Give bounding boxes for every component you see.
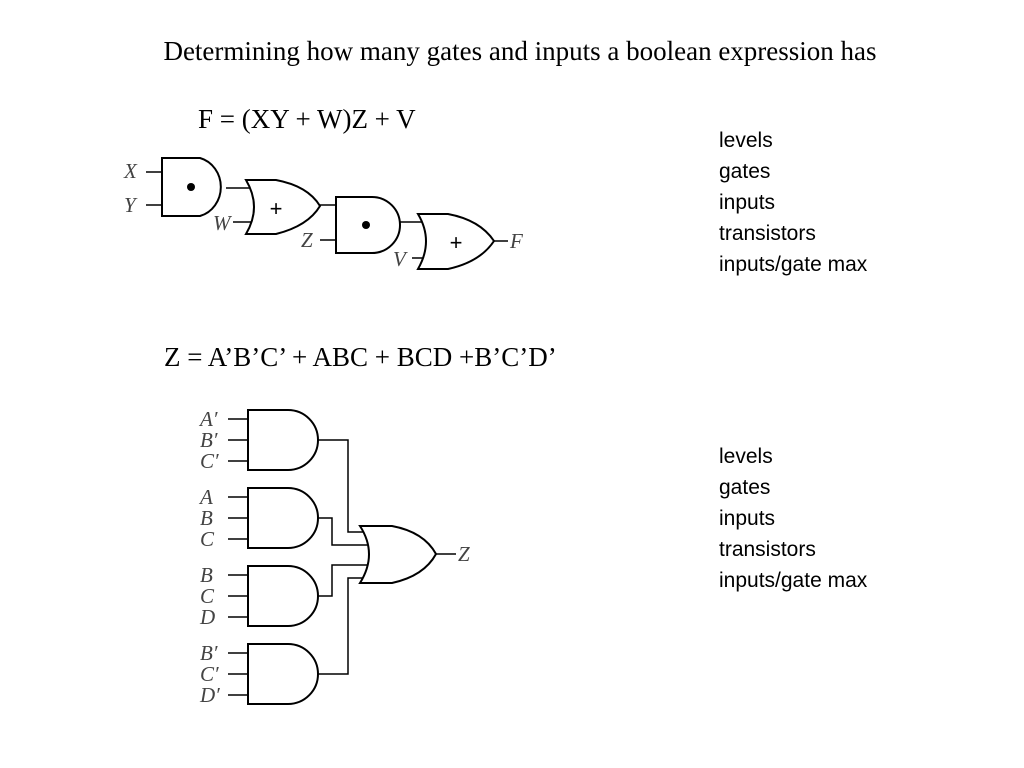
wire-g1-out xyxy=(318,439,366,533)
signal-label: C xyxy=(200,527,215,551)
signal-label-f: F xyxy=(509,229,523,253)
and-gate-d xyxy=(247,643,319,705)
or-gate-2 xyxy=(416,213,496,270)
signal-label-z: Z xyxy=(301,228,313,252)
signal-label: D xyxy=(199,605,215,629)
metric-inputs-gate-max: inputs/gate max xyxy=(719,253,868,276)
signal-label: A′ xyxy=(198,407,218,431)
metric-inputs-gate-max: inputs/gate max xyxy=(719,569,868,592)
or-gate-z xyxy=(358,525,438,584)
signal-label-x: X xyxy=(123,159,138,183)
signal-label: B′ xyxy=(200,641,218,665)
signal-label: C xyxy=(200,584,215,608)
and-dot-1 xyxy=(187,183,195,191)
metric-levels: levels xyxy=(719,129,773,152)
signal-label-y: Y xyxy=(124,193,138,217)
and-dot-2 xyxy=(362,221,370,229)
and-gate-c xyxy=(247,565,319,627)
metric-levels: levels xyxy=(719,445,773,468)
signal-label-z-out: Z xyxy=(458,542,470,566)
signal-label-v: V xyxy=(393,247,408,271)
or-symbol-2: + xyxy=(450,230,463,255)
and-gate-a xyxy=(247,409,319,471)
circuit-f: + + X Y W Z V F xyxy=(123,157,523,271)
signal-label: B xyxy=(200,506,213,530)
signal-label: C′ xyxy=(200,662,219,686)
metric-transistors: transistors xyxy=(719,222,816,245)
metric-gates: gates xyxy=(719,476,771,499)
signal-label-w: W xyxy=(213,211,233,235)
signal-label: A xyxy=(198,485,213,509)
signal-label: B xyxy=(200,563,213,587)
wire-g3-out xyxy=(318,564,370,597)
metric-inputs: inputs xyxy=(719,507,776,530)
wire-g4-out xyxy=(318,577,366,675)
metrics-list-f: levels gates inputs transistors inputs/g… xyxy=(719,125,867,280)
metric-transistors: transistors xyxy=(719,538,816,561)
or-symbol-1: + xyxy=(270,196,283,221)
signal-label: C′ xyxy=(200,449,219,473)
expression-f: F = (XY + W)Z + V xyxy=(198,104,416,134)
signal-label: D′ xyxy=(199,683,220,707)
metrics-list-z: levels gates inputs transistors inputs/g… xyxy=(719,441,867,596)
wire-g2-out xyxy=(318,517,370,546)
expression-z: Z = A’B’C’ + ABC + BCD +B’C’D’ xyxy=(164,342,557,372)
circuit-z: A′ B′ C′ A B C B C D B′ C′ D′ Z xyxy=(198,407,470,707)
metric-gates: gates xyxy=(719,160,771,183)
and-gate-b xyxy=(247,487,319,549)
page-title: Determining how many gates and inputs a … xyxy=(163,36,877,66)
metric-inputs: inputs xyxy=(719,191,776,214)
signal-label: B′ xyxy=(200,428,218,452)
or-gate-1 xyxy=(244,179,322,235)
